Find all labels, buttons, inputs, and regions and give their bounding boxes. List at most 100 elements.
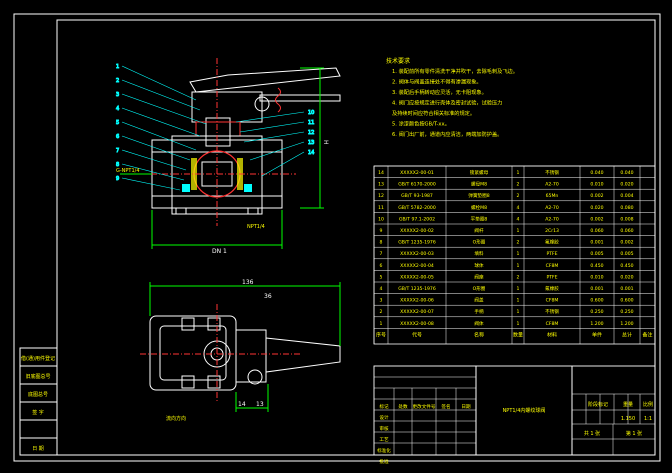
bom-cell: 0.001 xyxy=(590,240,603,246)
flow-note: 流向方向 xyxy=(166,415,186,422)
bom-cell: 0.450 xyxy=(590,263,603,269)
title-role: 标准化 xyxy=(377,447,391,454)
bom-cell: 0.002 xyxy=(590,216,603,222)
bom-cell: 1 xyxy=(517,228,520,234)
top-view xyxy=(140,304,341,402)
front-section-view xyxy=(140,58,341,226)
tech-req-title: 技术要求 xyxy=(386,57,410,65)
bom-header-cell: 名称 xyxy=(474,331,484,338)
bom-cell: 0.010 xyxy=(590,182,603,188)
dim-bottom-b: 14 xyxy=(238,401,246,408)
bom-cell: 65Mn xyxy=(546,193,559,199)
tech-req-item: 4. 阀门应按规定进行壳体及密封试验，试验压力 xyxy=(392,99,502,107)
bom-cell: 阀座 xyxy=(474,273,484,280)
dim-front-height: H xyxy=(322,140,329,145)
callout-number: 5 xyxy=(116,120,119,126)
bom-cell: 阀体 xyxy=(474,320,484,327)
bom-cell: 8 xyxy=(380,240,383,246)
scale-value: 1:1 xyxy=(644,416,652,422)
bom-cell: 0.010 xyxy=(590,274,603,280)
bom-cell: CF8M xyxy=(546,263,559,269)
bom-cell: PTFE xyxy=(546,251,557,257)
handle-pin xyxy=(254,96,270,112)
tech-req-item: 1. 装配前所有零件清洗干净并吹干，去除毛刺及飞边。 xyxy=(392,67,518,75)
bolt-head-r xyxy=(247,207,259,215)
bom-cell: 14 xyxy=(378,170,384,176)
bom-cell: A2-70 xyxy=(545,182,559,188)
bom-cell: 螺母M8 xyxy=(471,181,487,188)
mass-value: 1.150 xyxy=(621,416,635,422)
callout-number: 12 xyxy=(308,130,314,136)
tech-req-list: 1. 装配前所有零件清洗干净并吹干，去除毛刺及飞边。2. 阀体与阀盖连接处不得有… xyxy=(392,67,518,138)
title-role: 批准 xyxy=(379,458,389,465)
bom-cell: CF8M xyxy=(546,321,559,327)
bom-cell: 氟橡胶 xyxy=(545,285,559,292)
bom-cell: 1 xyxy=(517,286,520,292)
callout-number: 3 xyxy=(116,92,119,98)
bom-cell: 1 xyxy=(517,170,520,176)
bom-cell: A2-70 xyxy=(545,205,559,211)
bom-header-cell: 序号 xyxy=(376,331,386,338)
bom-cell: 1 xyxy=(517,309,520,315)
bom-cell: 1 xyxy=(517,251,520,257)
bom-cell: 平垫圈8 xyxy=(471,215,488,222)
spring xyxy=(275,87,281,113)
bom-cell: 11 xyxy=(378,205,384,211)
bom-cell: 2 xyxy=(517,240,520,246)
bom-cell: A2-70 xyxy=(545,216,559,222)
bom-cell: 10 xyxy=(378,216,384,222)
bom-cell: 2Cr13 xyxy=(545,228,559,234)
callout-number: 11 xyxy=(308,120,314,126)
bom-cell: 0.002 xyxy=(590,193,603,199)
bom-cell: 1 xyxy=(380,321,383,327)
bom-header-cell: 材料 xyxy=(547,331,557,338)
sheet-count: 共 1 张 xyxy=(584,430,600,437)
bom-cell: 螺栓M8 xyxy=(471,204,487,211)
callout-number: 2 xyxy=(116,78,119,84)
bom-cell: 0.040 xyxy=(590,170,603,176)
bom-cell: 0.001 xyxy=(620,286,633,292)
bom-cell: 0.060 xyxy=(590,228,603,234)
callout-number: 8 xyxy=(116,162,119,168)
bom-cell: XXXXX2-00-06 xyxy=(400,298,434,304)
callout-number: 6 xyxy=(116,134,119,140)
thread-bottom-label: NPT1/4 xyxy=(247,224,265,230)
front-dimensions xyxy=(120,67,324,249)
top-dimensions xyxy=(149,282,341,412)
bom-cell: 锁紧螺母 xyxy=(470,169,489,176)
title-role: 审核 xyxy=(379,425,389,432)
title-role: 设计 xyxy=(379,414,389,421)
bom-cell: 13 xyxy=(378,182,384,188)
handle-lever xyxy=(189,67,341,93)
bom-cell: XXXXX2-00-01 xyxy=(400,170,434,176)
bom-cell: 12 xyxy=(378,193,384,199)
dim-front-width: DN 1 xyxy=(212,248,227,255)
bom-cell: 阀盖 xyxy=(474,297,484,304)
bolt-left xyxy=(182,184,190,192)
outer-frame xyxy=(13,13,661,462)
bom-cell: 0.250 xyxy=(590,309,603,315)
bom-cell: 4 xyxy=(517,216,520,222)
bom-cell: 0.004 xyxy=(620,193,633,199)
bom-cell: 9 xyxy=(380,228,383,234)
bom-header-cell: 数量 xyxy=(513,331,523,338)
title-mark-header: 更改文件号 xyxy=(413,403,436,410)
callout-number: 1 xyxy=(116,64,119,70)
bom-header-cell: 代号 xyxy=(412,331,422,338)
bom-header-cell: 单件 xyxy=(592,331,602,338)
dim-bottom-c: 13 xyxy=(256,401,264,408)
bom-cell: 0.005 xyxy=(620,251,633,257)
callout-number: 14 xyxy=(308,150,314,156)
side-row-2: 底图总号 xyxy=(28,391,48,398)
bom-cell: 0.040 xyxy=(620,170,633,176)
bom-cell: XXXXX2-00-03 xyxy=(400,251,434,257)
bom-cell: 6 xyxy=(380,263,383,269)
bom-cell: PTFE xyxy=(546,274,557,280)
bom-cell: XXXXX2-00-08 xyxy=(400,321,434,327)
callout-number: 9 xyxy=(116,176,119,182)
bom-header-cell: 备注 xyxy=(642,331,652,338)
